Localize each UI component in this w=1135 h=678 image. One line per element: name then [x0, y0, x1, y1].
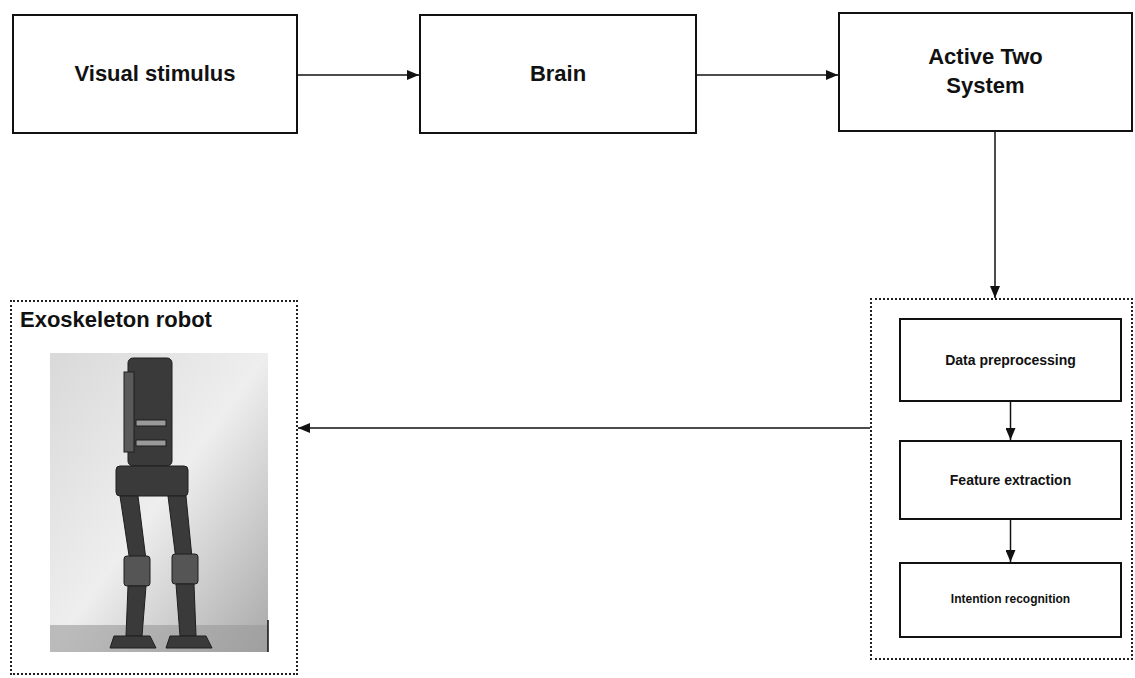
box-label: Brain — [530, 60, 586, 89]
flow-arrow — [298, 427, 870, 429]
photo-edge — [267, 620, 269, 652]
device-group: Exoskeleton robot — [10, 300, 298, 675]
flow-arrow — [697, 74, 838, 76]
flow-arrow — [994, 132, 996, 298]
box-label: Data preprocessing — [945, 351, 1076, 369]
processing-group: Data preprocessingFeature extractionInte… — [870, 298, 1133, 660]
flow-arrow — [298, 74, 419, 76]
photo-ground — [50, 353, 268, 652]
process-box: Data preprocessing — [899, 318, 1122, 402]
box-label: Feature extraction — [950, 471, 1071, 489]
exoskeleton-figure — [110, 358, 212, 648]
process-box: Visual stimulus — [12, 14, 298, 134]
process-box: Brain — [419, 14, 697, 134]
flow-arrow — [1010, 402, 1012, 440]
box-label: Active Two System — [906, 43, 1066, 100]
photo-floor — [50, 625, 268, 652]
process-box: Intention recognition — [899, 562, 1122, 638]
process-box: Feature extraction — [899, 440, 1122, 520]
flow-arrow — [1010, 520, 1012, 562]
box-label: Intention recognition — [951, 592, 1070, 608]
box-label: Visual stimulus — [75, 60, 236, 89]
process-box: Active Two System — [838, 12, 1133, 132]
group-heading: Exoskeleton robot — [20, 306, 212, 335]
